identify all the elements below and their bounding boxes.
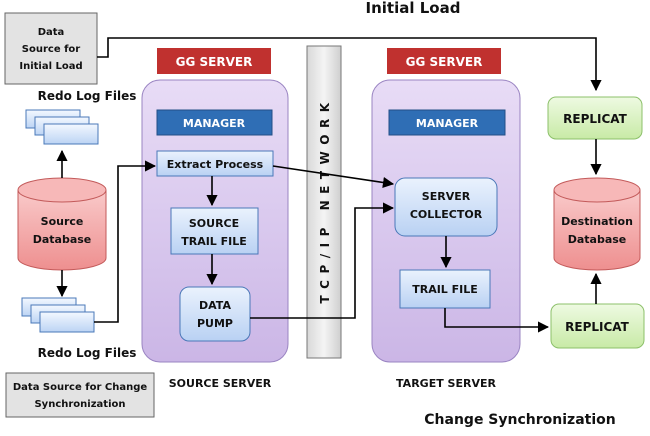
redo-log-files-bottom-icon [21,297,95,333]
source-database-line2: Database [33,233,92,246]
svg-text:PUMP: PUMP [197,317,233,330]
server-collector-box: SERVER COLLECTOR [394,177,498,237]
replicat-top-box: REPLICAT [547,96,643,140]
source-manager-box: MANAGER [156,109,273,136]
data-source-initial-line2: Source for [22,44,81,55]
connectors [56,37,602,333]
source-gg-server-banner: GG SERVER [157,48,271,74]
source-database-line1: Source [41,215,84,228]
source-trail-file-box: SOURCE TRAIL FILE [170,207,259,255]
redo-log-files-bottom-label: Redo Log Files [38,346,137,360]
target-gg-server-banner: GG SERVER [387,48,501,74]
data-source-initial-load-box: Data Source for Initial Load [4,12,98,85]
svg-text:SERVER: SERVER [422,190,471,203]
svg-text:SOURCE: SOURCE [189,217,239,230]
tcp-ip-network-bar: TCP/IP NETWORK [306,45,342,359]
redo-log-files-top-icon [25,109,99,145]
svg-text:GG SERVER: GG SERVER [406,55,483,69]
svg-text:TCP/IP NETWORK: TCP/IP NETWORK [318,96,332,303]
extract-to-collector-arrow [272,165,395,189]
data-source-change-sync-box: Data Source for Change Synchronization [5,372,155,418]
target-manager-box: MANAGER [388,109,506,136]
destination-database-line2: Database [568,233,627,246]
svg-text:MANAGER: MANAGER [416,117,479,130]
target-trail-file-box: TRAIL FILE [399,269,491,309]
data-source-change-line1: Data Source for Change [13,382,147,393]
data-pump-box: DATA PUMP [179,286,251,342]
svg-text:Extract Process: Extract Process [167,158,264,171]
replicat-bottom-box: REPLICAT [550,303,645,349]
data-source-change-line2: Synchronization [34,399,125,410]
extract-process-box: Extract Process [156,150,274,177]
svg-text:DATA: DATA [199,299,231,312]
source-database: Source Database [17,177,107,271]
target-server-caption: TARGET SERVER [396,377,496,390]
data-source-initial-line1: Data [38,27,65,38]
trail-to-replicat-arrow [444,308,550,333]
svg-text:COLLECTOR: COLLECTOR [410,208,483,221]
data-source-initial-line3: Initial Load [19,61,82,72]
source-server-caption: SOURCE SERVER [169,377,272,390]
initial-load-title: Initial Load [366,0,461,17]
destination-database: Destination Database [553,177,641,271]
svg-text:REPLICAT: REPLICAT [565,320,630,334]
svg-text:GG SERVER: GG SERVER [176,55,253,69]
svg-text:TRAIL FILE: TRAIL FILE [412,283,478,296]
destination-database-line1: Destination [561,215,633,228]
initial-load-arrow [97,37,602,92]
svg-text:TRAIL FILE: TRAIL FILE [181,235,247,248]
redo-log-files-top-label: Redo Log Files [38,89,137,103]
redo-to-extract-arrow [94,160,157,323]
change-sync-title: Change Synchronization [424,412,615,428]
pump-to-collector-arrow [250,202,395,319]
svg-text:REPLICAT: REPLICAT [563,112,628,126]
svg-text:MANAGER: MANAGER [183,117,246,130]
